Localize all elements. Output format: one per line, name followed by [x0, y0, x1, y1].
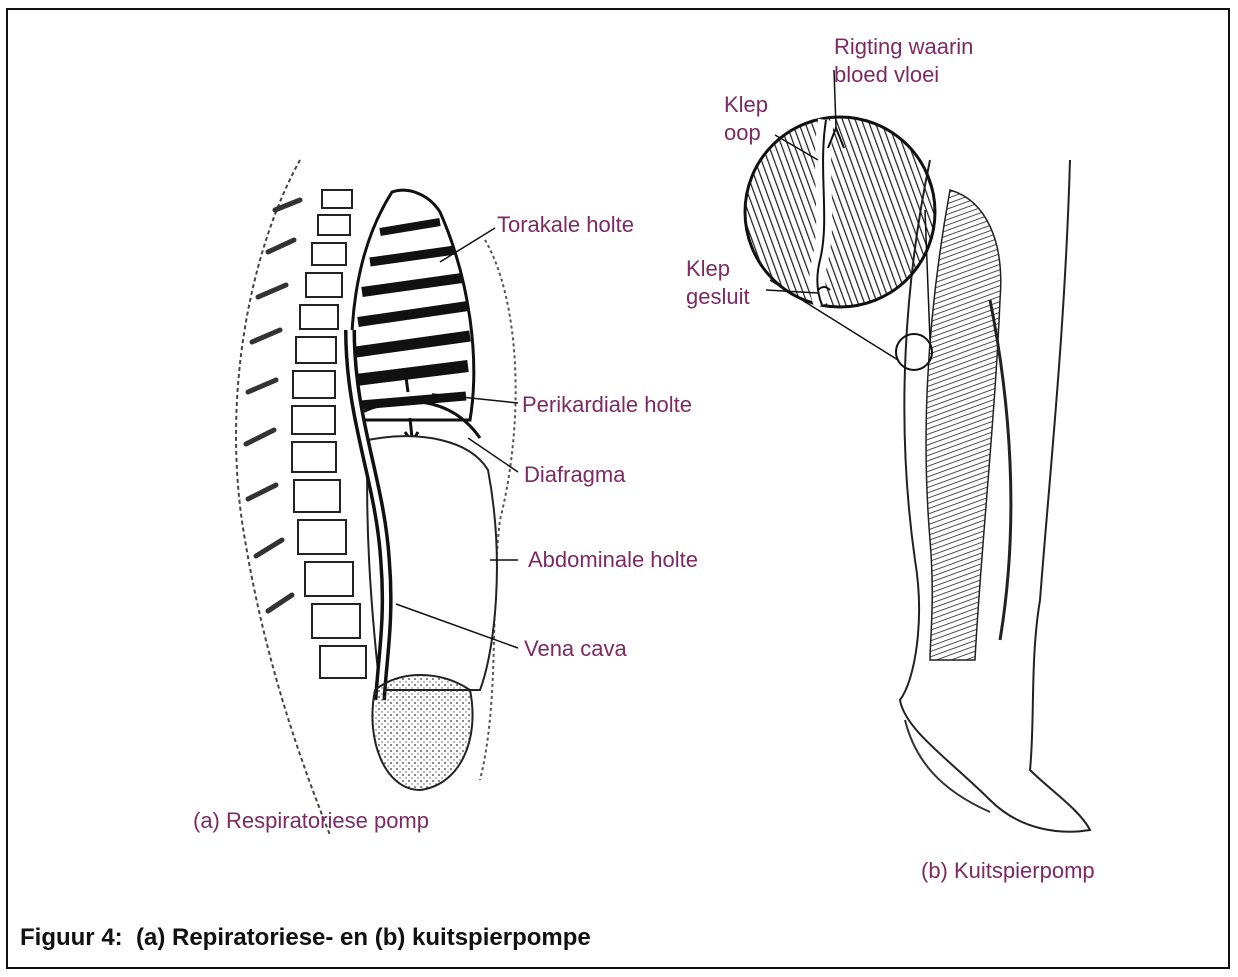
label-bloed-vloei: bloed vloei: [834, 62, 939, 87]
torso-drawing: [236, 160, 516, 835]
label-klep-gesluit-line1: Klep: [686, 256, 730, 281]
label-torakale-holte: Torakale holte: [497, 212, 634, 237]
label-respiratoriese-pomp: (a) Respiratoriese pomp: [193, 808, 429, 833]
figure-caption: Figuur 4: (a) Repiratoriese- en (b) kuit…: [20, 924, 591, 952]
label-klep-oop-line1: Klep: [724, 92, 768, 117]
pelvis: [372, 675, 472, 790]
spine: [246, 190, 366, 678]
label-vena-cava: Vena cava: [524, 636, 628, 661]
label-klep-gesluit-line2: gesluit: [686, 284, 750, 309]
leg-drawing: [745, 117, 1090, 832]
label-rigting-waarin: Rigting waarin: [834, 34, 973, 59]
magnified-vein-circle: [745, 117, 935, 307]
label-klep-oop-line2: oop: [724, 120, 761, 145]
label-kuitspierpomp: (b) Kuitspierpomp: [921, 858, 1095, 883]
label-diafragma: Diafragma: [524, 462, 626, 487]
label-perikardiale-holte: Perikardiale holte: [522, 392, 692, 417]
label-abdominale-holte: Abdominale holte: [528, 547, 698, 572]
